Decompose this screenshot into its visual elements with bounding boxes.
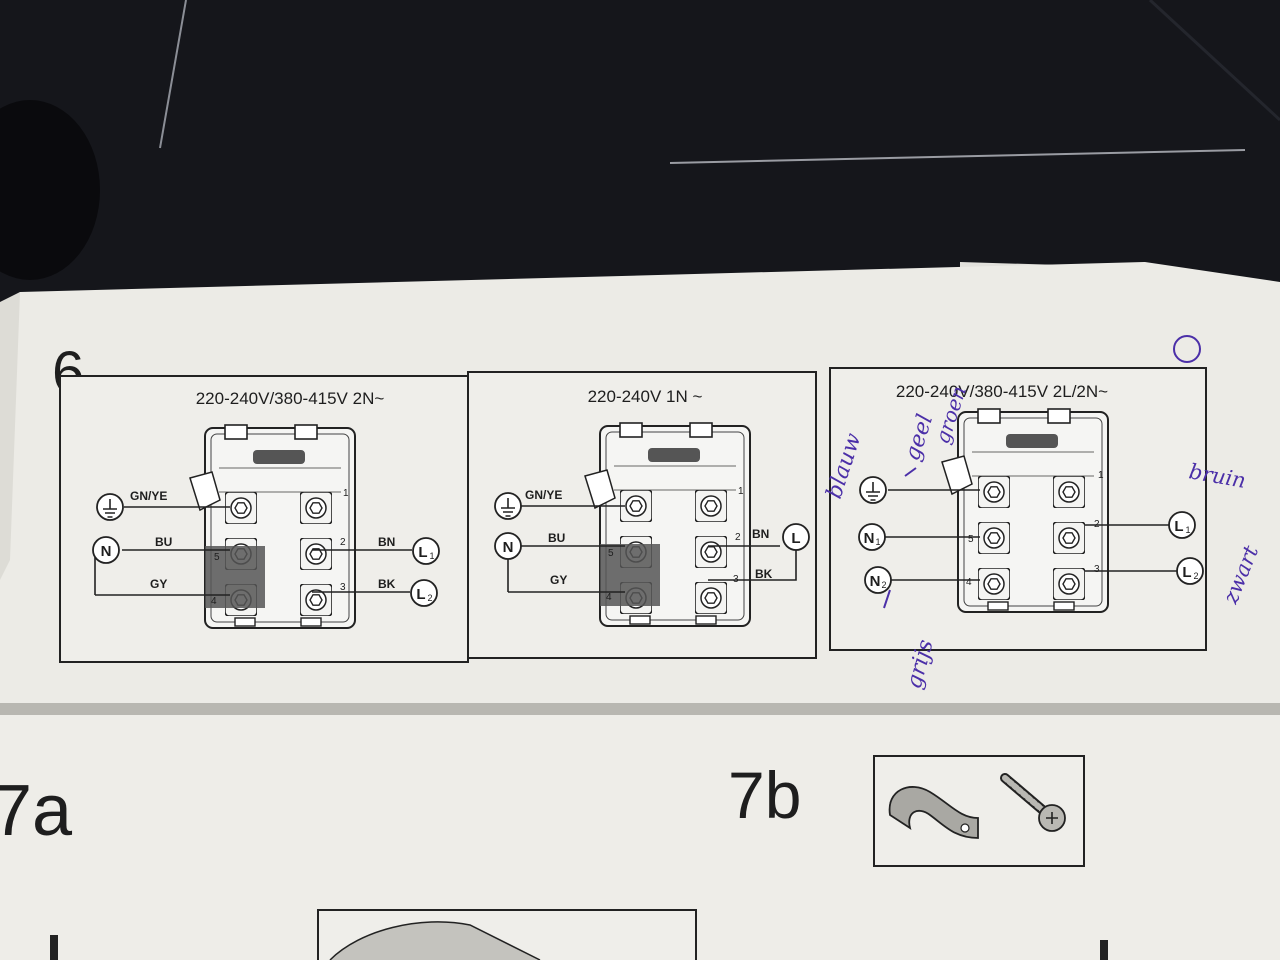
terminal-l1: L 1 bbox=[1168, 511, 1196, 539]
terminal-l2: L 2 bbox=[410, 579, 438, 607]
terminal-l2: L 2 bbox=[1176, 557, 1204, 585]
svg-text:L: L bbox=[791, 530, 800, 547]
svg-text:L: L bbox=[1174, 518, 1183, 535]
terminal-number: 4 bbox=[966, 577, 972, 588]
terminal-n: N bbox=[92, 536, 120, 564]
earth-icon bbox=[859, 476, 887, 504]
wire-label-bk: BK bbox=[755, 567, 773, 581]
svg-text:1: 1 bbox=[429, 551, 434, 561]
section-7a-label: 7a bbox=[0, 771, 73, 851]
terminal-l: L bbox=[782, 523, 810, 551]
svg-text:2: 2 bbox=[881, 580, 886, 590]
terminal-number: 4 bbox=[211, 596, 217, 607]
earth-label: GN/YE bbox=[525, 488, 562, 502]
terminal-n2: N 2 bbox=[864, 566, 892, 594]
terminal-l1: L 1 bbox=[412, 537, 440, 565]
svg-text:N: N bbox=[864, 530, 875, 547]
terminal-number: 2 bbox=[1094, 519, 1100, 530]
terminal-number: 5 bbox=[608, 548, 614, 559]
wire-label-gy: GY bbox=[550, 573, 567, 587]
svg-text:N: N bbox=[870, 573, 881, 590]
wire-label-bk: BK bbox=[378, 577, 396, 591]
terminal-number: 1 bbox=[343, 488, 349, 499]
panel-title: 220-240V/380-415V 2L/2N~ bbox=[896, 382, 1108, 401]
wire-label-bn: BN bbox=[378, 535, 395, 549]
panel-title: 220-240V/380-415V 2N~ bbox=[196, 389, 385, 408]
terminal-n: N bbox=[494, 532, 522, 560]
panel-1n: 220-240V 1N ~ GN/YE BU GY BN BK N L 1 5 … bbox=[467, 371, 817, 659]
section-6: 6 220-240V/380-415V 2N~ GN/YE BU GY BN B… bbox=[52, 335, 1263, 692]
earth-label: GN/YE bbox=[130, 489, 167, 503]
terminal-number: 2 bbox=[735, 532, 741, 543]
panel-2n: 220-240V/380-415V 2N~ GN/YE BU GY BN BK … bbox=[59, 375, 469, 663]
clamp-icon bbox=[888, 786, 979, 839]
terminal-block bbox=[958, 409, 1108, 612]
terminal-number: 4 bbox=[606, 592, 612, 603]
panel-title: 220-240V 1N ~ bbox=[588, 387, 703, 406]
svg-text:L: L bbox=[1182, 564, 1191, 581]
terminal-number: 2 bbox=[340, 537, 346, 548]
terminal-number: 1 bbox=[1098, 470, 1104, 481]
svg-text:L: L bbox=[416, 586, 425, 603]
svg-text:1: 1 bbox=[1185, 525, 1190, 535]
panel-2l-2n: 220-240V/380-415V 2L/2N~ N 1 N 2 L 1 bbox=[822, 335, 1263, 692]
wire-label-gy: GY bbox=[150, 577, 167, 591]
svg-text:L: L bbox=[418, 544, 427, 561]
svg-text:1: 1 bbox=[875, 537, 880, 547]
svg-text:2: 2 bbox=[1193, 571, 1198, 581]
wire-label-bu: BU bbox=[548, 531, 565, 545]
svg-text:N: N bbox=[101, 543, 112, 560]
section-7b-label: 7b bbox=[728, 758, 801, 832]
screw-icon bbox=[1000, 773, 1066, 832]
earth-icon bbox=[494, 492, 522, 520]
svg-text:N: N bbox=[503, 539, 514, 556]
terminal-number: 1 bbox=[738, 486, 744, 497]
section-7: 7a 7b bbox=[0, 755, 1108, 960]
earth-icon bbox=[96, 493, 124, 521]
terminal-number: 5 bbox=[968, 534, 974, 545]
terminal-number: 5 bbox=[214, 552, 220, 563]
wire-label-bn: BN bbox=[752, 527, 769, 541]
terminal-number: 3 bbox=[733, 574, 739, 585]
wire-label-bu: BU bbox=[155, 535, 172, 549]
terminal-number: 3 bbox=[1094, 564, 1100, 575]
terminal-n1: N 1 bbox=[858, 523, 886, 551]
svg-text:2: 2 bbox=[427, 593, 432, 603]
marker-circle-icon bbox=[1173, 335, 1201, 363]
terminal-number: 3 bbox=[340, 582, 346, 593]
